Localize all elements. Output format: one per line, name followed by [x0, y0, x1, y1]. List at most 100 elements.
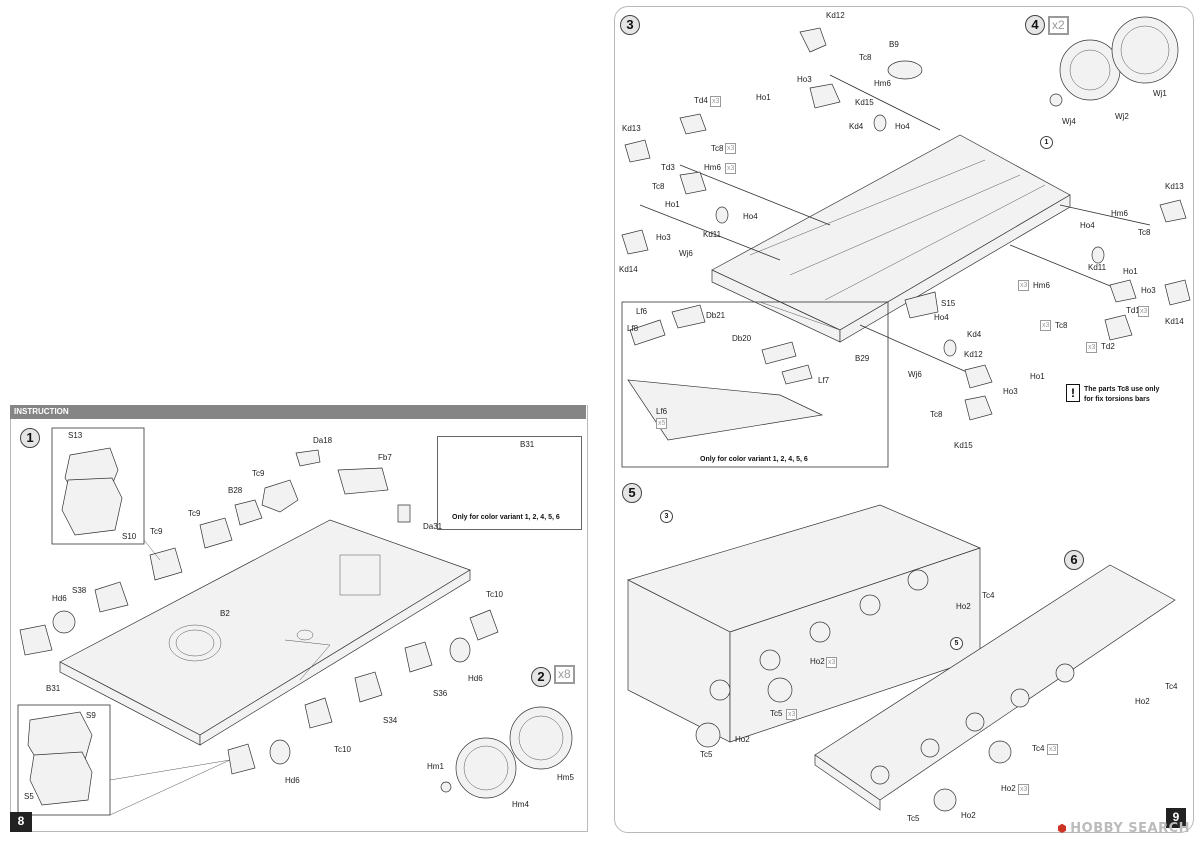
torsion-bars-drawing	[639, 74, 1151, 381]
part-label: B29	[855, 354, 870, 363]
watermark-text: HOBBY SEARCH	[1070, 821, 1190, 836]
part-label: S36	[433, 689, 448, 698]
instruction-header: INSTRUCTION	[10, 405, 586, 419]
part-label: Td3	[661, 163, 675, 172]
hobby-search-logo-icon: ⬢	[1057, 822, 1068, 835]
step-2-multiplier: x8	[554, 665, 575, 684]
part-label: S9	[86, 711, 96, 720]
multiplier-badge: x3	[725, 163, 737, 174]
part-label: Ho3	[1141, 286, 1156, 295]
part-label: Wj1	[1153, 89, 1167, 98]
part-label: Hd6	[285, 776, 300, 785]
part-label: Wj6	[679, 249, 693, 258]
part-label: Tc10	[334, 745, 351, 754]
part-label: Tc4	[982, 591, 995, 600]
part-label: S38	[72, 586, 87, 595]
ref-3-marker: 3	[660, 510, 673, 523]
part-label: Lf6	[656, 407, 668, 416]
right-variant-note: Only for color variant 1, 2, 4, 5, 6	[700, 456, 808, 463]
tc8-warning-note-line1: The parts Tc8 use only	[1084, 386, 1160, 393]
part-label: Kd4	[967, 330, 982, 339]
step3-inset-box	[621, 301, 889, 468]
part-label: Lf6	[636, 307, 648, 316]
tc8-warning-note-line2: for fix torsions bars	[1084, 396, 1150, 403]
part-label: Hm5	[557, 773, 574, 782]
part-label: Kd12	[964, 350, 983, 359]
hull-bottom-drawing	[59, 519, 471, 746]
part-label: Lf8	[627, 324, 639, 333]
part-label: Tc4	[1032, 744, 1045, 753]
part-label: Wj6	[908, 370, 922, 379]
part-label: Ho2	[1001, 784, 1016, 793]
part-label: Tc8	[930, 410, 943, 419]
multiplier-badge: x3	[710, 96, 722, 107]
step-5-badge: 5	[622, 483, 642, 503]
part-label: Tc8	[1055, 321, 1068, 330]
step-2-badge: 2	[531, 667, 551, 687]
part-label: S13	[68, 431, 83, 440]
part-label: Kd12	[826, 11, 845, 20]
hull-chassis-drawing	[711, 134, 1071, 343]
part-label: Tc9	[252, 469, 265, 478]
part-label: Td1	[1126, 306, 1140, 315]
part-label: Ho3	[797, 75, 812, 84]
part-label: Hm4	[512, 800, 529, 809]
part-label: B31	[520, 440, 535, 449]
part-label: Kd15	[855, 98, 874, 107]
part-label: Tc5	[700, 750, 713, 759]
part-label: Kd14	[1165, 317, 1184, 326]
part-label: Hm6	[1111, 209, 1128, 218]
part-label: Tc4	[1165, 682, 1178, 691]
multiplier-badge: x5	[656, 418, 668, 429]
part-label: Ho2	[810, 657, 825, 666]
inset-s9-s5	[17, 704, 111, 816]
part-label: B28	[228, 486, 243, 495]
multiplier-badge: x3	[1086, 342, 1098, 353]
part-label: Td4	[694, 96, 708, 105]
part-label: Da31	[423, 522, 443, 531]
part-label: Hm6	[1033, 281, 1050, 290]
part-label: Hm1	[427, 762, 444, 771]
part-label: Tc9	[188, 509, 201, 518]
part-label: Hm6	[874, 79, 891, 88]
part-label: Ho2	[1135, 697, 1150, 706]
part-label: Tc8	[711, 144, 724, 153]
part-label: B31	[46, 684, 61, 693]
part-label: Ho2	[956, 602, 971, 611]
part-label: Da18	[313, 436, 333, 445]
step4-wheel-drawing	[1049, 16, 1179, 107]
step-3-badge: 3	[620, 15, 640, 35]
part-label: Ho2	[735, 735, 750, 744]
step-4-badge: 4	[1025, 15, 1045, 35]
part-label: Fb7	[378, 453, 392, 462]
part-label: Db20	[732, 334, 752, 343]
right-page-number: 9	[1166, 808, 1186, 828]
part-label: Ho3	[1003, 387, 1018, 396]
step-4-multiplier: x2	[1048, 16, 1069, 35]
suspension-parts	[19, 447, 499, 806]
multiplier-badge: x3	[1018, 280, 1030, 291]
part-label: Tc8	[859, 53, 872, 62]
ref-1-marker: 1	[1040, 136, 1053, 149]
part-label: Wj2	[1115, 112, 1129, 121]
part-label: Kd13	[622, 124, 641, 133]
suspension-arms-drawing	[621, 27, 1191, 421]
ref-5-marker: 5	[950, 637, 963, 650]
multiplier-badge: x3	[1138, 306, 1150, 317]
part-label: Kd14	[619, 265, 638, 274]
part-label: Hd6	[52, 594, 67, 603]
part-label: Hd6	[468, 674, 483, 683]
part-label: Ho2	[961, 811, 976, 820]
part-label: Ho4	[743, 212, 758, 221]
part-label: Ho1	[665, 200, 680, 209]
part-label: S5	[24, 792, 34, 801]
part-label: Kd4	[849, 122, 864, 131]
road-wheel-drawing	[440, 706, 573, 799]
warning-icon: !	[1066, 384, 1080, 402]
part-label: Tc5	[907, 814, 920, 823]
part-label: Ho3	[656, 233, 671, 242]
part-label: Ho4	[1080, 221, 1095, 230]
part-label: Kd15	[954, 441, 973, 450]
step6-chassis-drawing	[814, 564, 1176, 812]
